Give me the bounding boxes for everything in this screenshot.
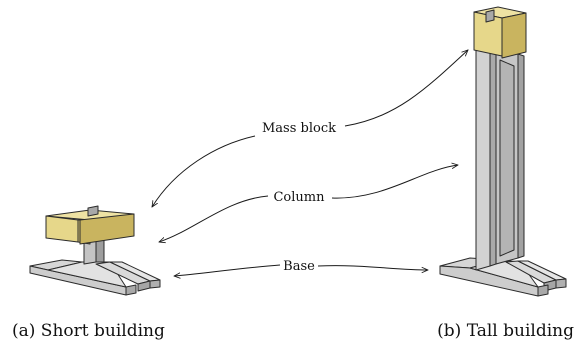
arrow-mass-block-right [344,50,468,127]
arrow-mass-block-left [152,135,256,207]
tall-building [439,6,567,297]
short-building-base [29,259,161,296]
short-building-mass-block [45,205,135,245]
label-column: Column [273,190,325,205]
arrow-base-left [174,264,281,276]
caption-tall-building: (b) Tall building [437,321,574,341]
tall-building-mass-block [473,6,527,59]
label-mass-block: Mass block [262,121,336,136]
arrow-column-right [331,165,458,199]
label-base: Base [283,259,315,274]
short-building [29,205,161,296]
arrow-column-left [159,195,269,242]
arrow-base-right [317,265,428,270]
arrows [152,50,468,276]
caption-short-building: (a) Short building [12,321,165,341]
tall-building-base [439,257,567,297]
tall-building-column [475,17,525,271]
